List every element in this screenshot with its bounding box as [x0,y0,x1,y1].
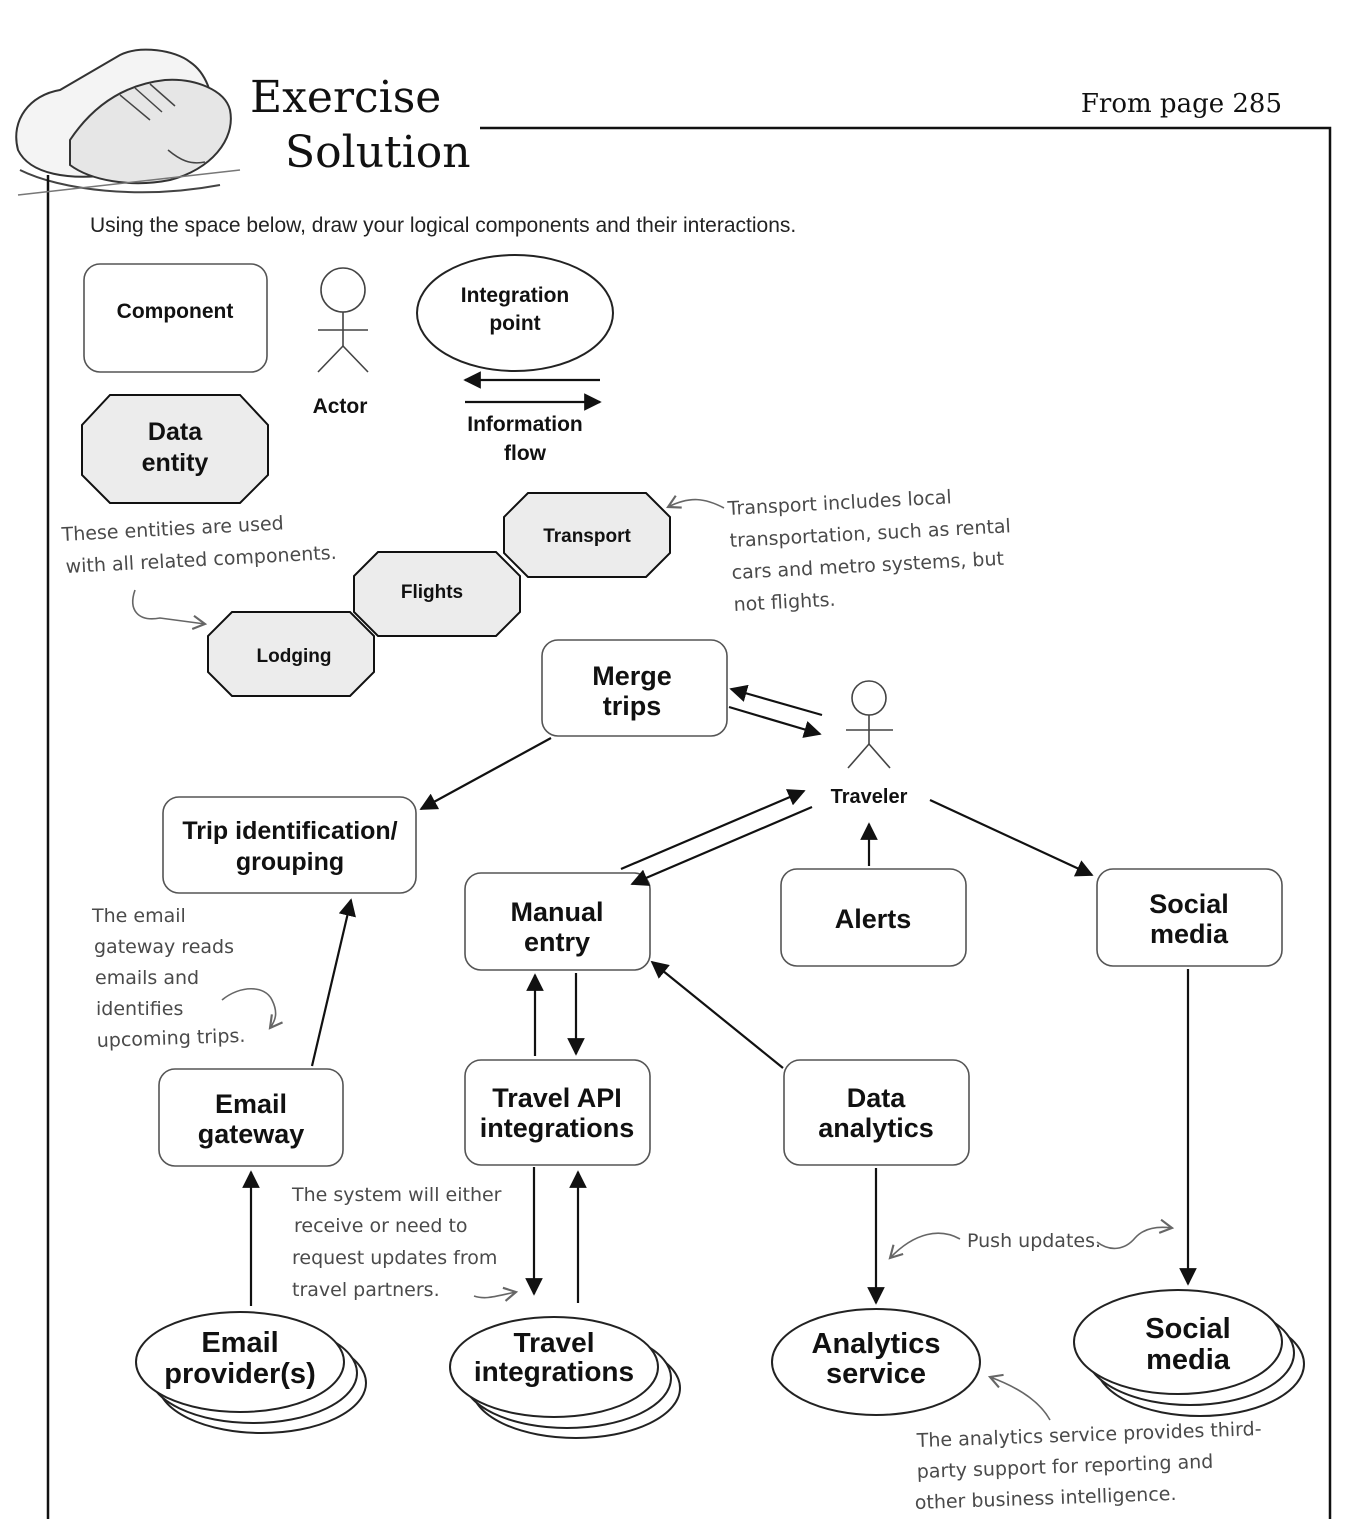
note-push-arrow-right [1096,1218,1175,1250]
arrow-traveler-to-social [929,799,1094,877]
note-analytics-1: The analytics service provides third- [915,1418,1261,1452]
legend-integration-label-1: Integration [461,284,570,307]
traveler-actor-icon [846,680,893,769]
component-social-media [1096,868,1283,967]
note-email-gateway-4: identifies [96,998,183,1020]
frame-swoosh [17,169,241,196]
component-merge-trips [541,639,728,737]
component-data-analytics [783,1059,970,1166]
alerts-label: Alerts [835,904,912,934]
data-analytics-label-1: Data [847,1083,907,1113]
note-updates-4: travel partners. [292,1279,440,1301]
legend-flow-label-2: flow [504,442,547,465]
arrow-email-gateway-to-trip-identification [310,898,356,1067]
note-entities-1: These entities are used [60,512,284,546]
note-email-gateway-1: The email [91,905,186,927]
merge-trips-label-2: trips [603,691,662,721]
arrow-analytics-to-manual [650,960,784,1069]
title-line-2: Solution [285,127,471,178]
entity-flights-label: Flights [401,582,463,603]
legend-data-entity-label-1: Data [148,418,203,446]
legend-integration-label-2: point [489,312,540,335]
integration-analytics-service [771,1308,981,1416]
email-gateway-label-1: Email [215,1089,287,1119]
note-updates-1: The system will either [291,1184,502,1206]
travel-integrations-label-1: Travel [514,1327,595,1358]
sneakers-icon [15,48,232,194]
trip-identification-label-2: grouping [236,848,344,876]
travel-integrations-label-2: integrations [474,1356,634,1387]
component-alerts [780,868,967,967]
arrow-merge-to-traveler [728,705,822,738]
entity-transport [503,492,671,578]
integration-email-providers [135,1311,367,1434]
legend-component-box [83,263,268,373]
arrow-traveler-to-merge [729,684,823,717]
note-entities-2: with all related components. [65,542,337,578]
note-updates-2: receive or need to [294,1215,468,1237]
arrow-manual-to-traveler [620,789,806,871]
title-line-1: Exercise [250,72,441,123]
component-email-gateway [158,1068,344,1167]
social-media-integration-label-2: media [1146,1344,1231,1376]
email-gateway-label-2: gateway [198,1119,305,1149]
note-updates-arrow [473,1286,519,1302]
integration-travel-integrations [449,1316,681,1439]
legend-integration-point [416,254,614,372]
note-email-gateway-arrow [221,988,283,1030]
email-providers-label-1: Email [201,1327,278,1359]
legend-data-entity-label-2: entity [142,449,209,477]
note-analytics-3: other business intelligence. [914,1483,1176,1514]
note-email-gateway-2: gateway reads [94,936,234,958]
component-manual-entry [464,872,651,971]
data-analytics-label-2: analytics [818,1113,934,1143]
component-travel-api [464,1059,651,1166]
social-media-label-2: media [1150,919,1229,949]
note-entities-arrow [132,589,208,631]
note-transport-1: Transport includes local [726,486,952,520]
arrow-merge-to-trip-identification [419,737,552,810]
manual-entry-label-2: entry [524,927,590,957]
email-providers-label-2: provider(s) [164,1358,315,1390]
legend: Component Actor Integration point Inform… [81,254,614,504]
merge-trips-label-1: Merge [592,661,672,691]
legend-flow-label-1: Information [467,413,583,436]
trip-identification-label-1: Trip identification/ [182,817,397,845]
note-analytics-arrow [987,1373,1051,1421]
legend-data-entity [81,394,269,504]
entity-lodging [207,611,375,697]
frame-top-right [480,126,1332,1519]
entity-flights [353,551,521,637]
entity-lodging-label: Lodging [257,646,332,667]
component-trip-identification [162,796,417,894]
legend-component-label: Component [117,300,234,323]
note-transport-arrow [666,495,725,509]
legend-actor-icon [317,267,369,373]
social-media-integration-label-1: Social [1145,1313,1230,1345]
traveler-label: Traveler [831,786,908,808]
note-push-arrow-left [888,1232,961,1260]
note-email-gateway-5: upcoming trips. [96,1025,245,1052]
entity-transport-label: Transport [543,526,631,547]
note-transport-4: not flights. [733,589,836,616]
legend-actor-label: Actor [313,395,368,418]
analytics-service-label-2: service [826,1358,926,1390]
travel-api-label-2: integrations [480,1113,635,1143]
manual-entry-label-1: Manual [510,897,603,927]
page-reference: From page 285 [1081,89,1282,119]
note-push-updates: Push updates. [967,1230,1101,1252]
analytics-service-label-1: Analytics [812,1328,941,1360]
note-transport-2: transportation, such as rental [729,515,1011,552]
arrow-traveler-to-manual [630,805,813,886]
social-media-label-1: Social [1149,889,1229,919]
integration-social-media [1073,1289,1305,1417]
note-updates-3: request updates from [292,1247,497,1269]
travel-api-label-1: Travel API [492,1083,622,1113]
note-email-gateway-3: emails and [95,967,199,989]
instructions: Using the space below, draw your logical… [90,214,796,237]
note-transport-3: cars and metro systems, but [731,548,1004,584]
note-analytics-2: party support for reporting and [916,1451,1213,1483]
